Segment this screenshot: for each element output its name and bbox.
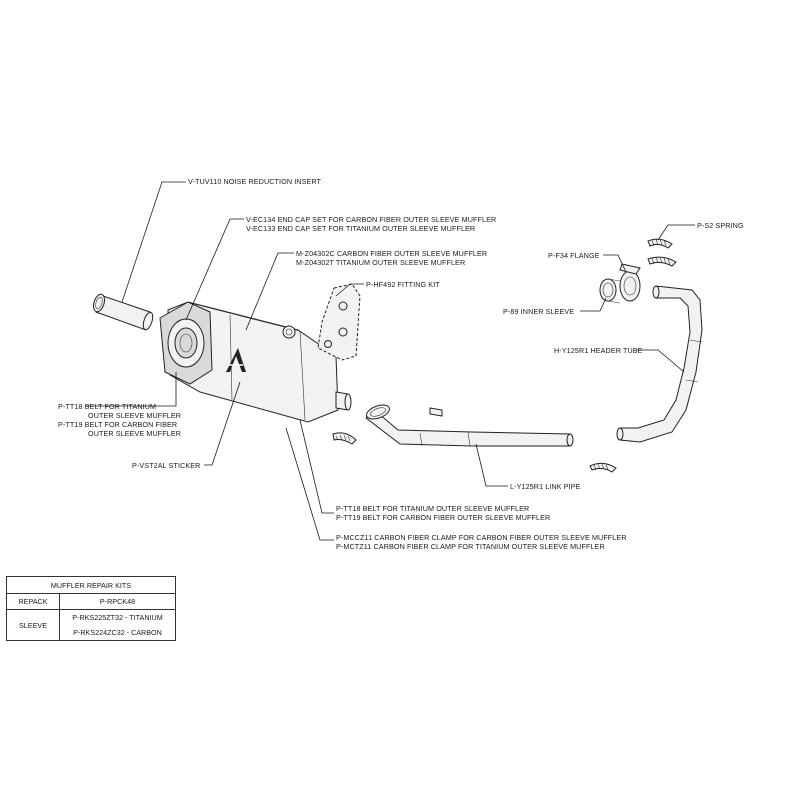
muffler-carbon-label: M-Z04302C CARBON FIBER OUTER SLEEVE MUFF… <box>296 249 487 258</box>
leader-lines <box>86 181 695 541</box>
belt-titanium-right-label: P-TT18 BELT FOR TITANIUM OUTER SLEEVE MU… <box>336 504 529 513</box>
clamp-titanium-label: P-MCTZ11 CARBON FIBER CLAMP FOR TITANIUM… <box>336 542 605 551</box>
belt-titanium-label: P-TT18 BELT FOR TITANIUM <box>58 402 156 411</box>
link-pipe-label: L-Y125R1 LINK PIPE <box>510 482 581 491</box>
spring-label: P-S2 SPRING <box>697 221 744 230</box>
muffler-repair-kits-table: MUFFLER REPAIR KITS REPACK P-RPCK48 SLEE… <box>6 576 176 641</box>
muffler-spring-part <box>332 432 357 445</box>
belt-titanium-label-2: OUTER SLEEVE MUFFLER <box>88 411 181 420</box>
fitting-kit-label: P-HF492 FITTING KIT <box>366 280 440 289</box>
link-pipe-part <box>365 404 574 447</box>
fitting-kit-part <box>282 283 361 361</box>
sleeve-values-cell: P-RKS225ZT32 - TITANIUM P-RKS224ZC32 - C… <box>59 609 176 641</box>
muffler-titanium-label: M-Z04302T TITANIUM OUTER SLEEVE MUFFLER <box>296 258 465 267</box>
belt-carbon-label-2: OUTER SLEEVE MUFFLER <box>88 429 181 438</box>
sleeve-titanium-value: P-RKS225ZT32 - TITANIUM <box>72 613 163 622</box>
end-cap-carbon-label: V-EC134 END CAP SET FOR CARBON FIBER OUT… <box>246 215 496 224</box>
sleeve-label: SLEEVE <box>6 609 60 641</box>
header-tube-part <box>616 285 703 443</box>
repack-label: REPACK <box>6 593 60 610</box>
header-springs-part <box>647 238 677 267</box>
belt-carbon-label: P-TT19 BELT FOR CARBON FIBER <box>58 420 177 429</box>
repack-value: P-RPCK48 <box>59 593 176 610</box>
inner-sleeve-part <box>599 278 621 304</box>
repair-kits-title: MUFFLER REPAIR KITS <box>6 576 176 594</box>
sticker-label: P-VST2AL STICKER <box>132 461 200 470</box>
flange-label: P-F34 FLANGE <box>548 251 600 260</box>
flange-part <box>619 263 641 302</box>
noise-insert-label: V-TUV110 NOISE REDUCTION INSERT <box>188 177 322 186</box>
inner-sleeve-label: P-89 INNER SLEEVE <box>503 307 574 316</box>
noise-insert-part <box>92 293 154 331</box>
clamp-carbon-label: P-MCCZ11 CARBON FIBER CLAMP FOR CARBON F… <box>336 533 627 542</box>
belt-carbon-right-label: P-TT19 BELT FOR CARBON FIBER OUTER SLEEV… <box>336 513 550 522</box>
lower-spring-part <box>589 462 617 473</box>
sleeve-carbon-value: P-RKS224ZC32 - CARBON <box>73 628 162 637</box>
header-tube-label: H-Y125R1 HEADER TUBE <box>554 346 643 355</box>
end-cap-titanium-label: V-EC133 END CAP SET FOR TITANIUM OUTER S… <box>246 224 475 233</box>
